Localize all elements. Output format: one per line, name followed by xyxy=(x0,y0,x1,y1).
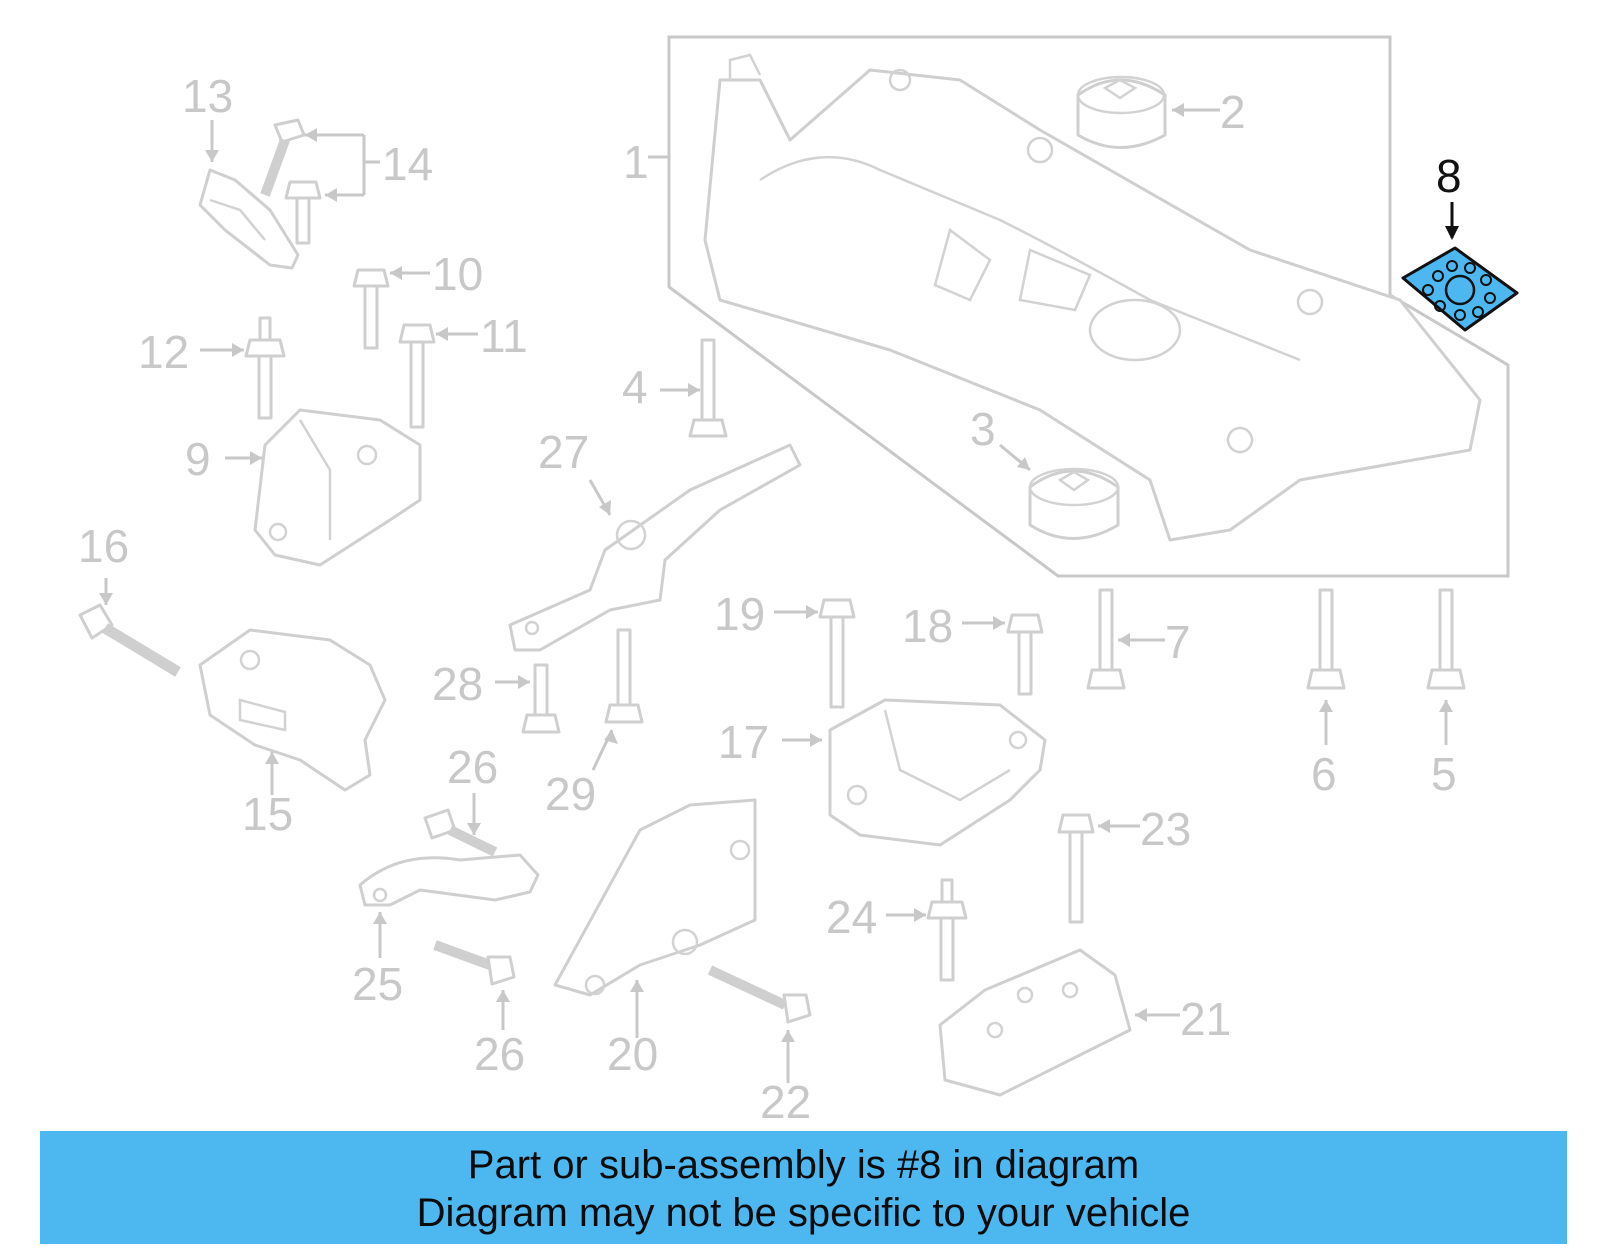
callout-13: 13 xyxy=(182,70,233,122)
bolt-part-5[interactable] xyxy=(1426,588,1466,690)
bracket-part-13[interactable] xyxy=(198,168,300,270)
callout-17: 17 xyxy=(718,716,769,768)
banner-line-1: Part or sub-assembly is #8 in diagram xyxy=(467,1143,1140,1187)
engine-mount-part-9[interactable] xyxy=(253,408,422,567)
arrow-heads xyxy=(99,103,1453,1042)
mount-part-17[interactable] xyxy=(828,698,1047,847)
callout-22: 22 xyxy=(760,1076,811,1128)
callout-21: 21 xyxy=(1180,993,1231,1045)
plate-part-8[interactable] xyxy=(1401,246,1519,332)
bolt-part-26-upper[interactable] xyxy=(423,808,498,857)
bolt-part-11[interactable] xyxy=(398,323,436,429)
banner-line-2: Diagram may not be specific to your vehi… xyxy=(416,1191,1191,1235)
callout-6: 6 xyxy=(1311,748,1337,800)
arrow-head-8 xyxy=(1445,226,1459,240)
bolt-part-22[interactable] xyxy=(707,965,812,1024)
callout-26-lower: 26 xyxy=(474,1028,525,1080)
callout-28: 28 xyxy=(432,658,483,710)
bolt-part-24[interactable] xyxy=(926,878,968,982)
callout-11: 11 xyxy=(480,310,528,362)
bolt-part-23[interactable] xyxy=(1057,813,1095,924)
bolt-part-12[interactable] xyxy=(244,316,286,420)
callout-9: 9 xyxy=(185,433,211,485)
torque-rod-part-27[interactable] xyxy=(508,443,802,652)
callout-27: 27 xyxy=(538,426,589,478)
bolt-part-16[interactable] xyxy=(78,603,181,677)
callout-15: 15 xyxy=(242,788,293,840)
callout-4: 4 xyxy=(622,361,648,413)
callout-29: 29 xyxy=(545,768,596,820)
bolt-part-4[interactable] xyxy=(688,338,728,438)
callout-7: 7 xyxy=(1165,616,1191,668)
info-banner: Part or sub-assembly is #8 in diagram Di… xyxy=(40,1131,1567,1244)
callout-3: 3 xyxy=(970,403,996,455)
callout-14: 14 xyxy=(382,138,433,190)
callout-16: 16 xyxy=(78,520,129,572)
arm-part-25[interactable] xyxy=(358,853,540,907)
bolt-part-6[interactable] xyxy=(1306,588,1346,690)
bolt-part-29[interactable] xyxy=(604,628,644,724)
transmission-mount-part-15[interactable] xyxy=(198,628,387,792)
callout-10: 10 xyxy=(432,248,483,300)
callout-8: 8 xyxy=(1436,150,1462,202)
bolt-part-18[interactable] xyxy=(1006,613,1044,696)
callout-5: 5 xyxy=(1431,748,1457,800)
callout-23: 23 xyxy=(1140,803,1191,855)
callout-24: 24 xyxy=(826,891,877,943)
bushing-part-3[interactable] xyxy=(1028,467,1120,540)
bolt-part-14[interactable] xyxy=(260,118,322,245)
subframe-part-1[interactable] xyxy=(703,53,1482,542)
subframe-enclosure xyxy=(667,35,1510,578)
bolt-part-19[interactable] xyxy=(818,598,856,709)
callout-1: 1 xyxy=(623,136,649,188)
callout-12: 12 xyxy=(138,326,189,378)
bushing-part-2[interactable] xyxy=(1076,75,1167,149)
bolt-part-26-lower[interactable] xyxy=(433,940,516,986)
mount-part-21[interactable] xyxy=(938,948,1132,1097)
bolt-part-10[interactable] xyxy=(352,268,390,350)
callout-20: 20 xyxy=(607,1028,658,1080)
bolt-part-28[interactable] xyxy=(521,663,561,734)
callout-2: 2 xyxy=(1220,86,1246,138)
callout-18: 18 xyxy=(902,600,953,652)
callout-26-upper: 26 xyxy=(447,741,498,793)
callout-25: 25 xyxy=(352,958,403,1010)
callout-19: 19 xyxy=(714,588,765,640)
bracket-part-20[interactable] xyxy=(553,798,757,997)
bolt-part-7[interactable] xyxy=(1086,588,1126,690)
